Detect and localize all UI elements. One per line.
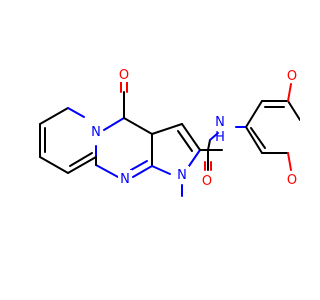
bond [250,127,266,149]
bond [287,100,300,121]
label-bg [118,170,132,186]
bond [151,123,183,135]
bond [132,165,153,178]
label-bg [201,172,214,188]
ketone-group [120,81,128,93]
bond [69,152,93,167]
bridgehead-nitrogen-label: N [91,125,101,140]
bond [67,156,97,174]
dioxole-oxygen-top-label: O [287,69,297,84]
amide-hydrogen-label: H [215,130,225,145]
bond [151,165,171,175]
bond [287,152,292,171]
amide-oxygen-label: O [202,174,212,189]
pyrrole-nitrogen-label: N [177,168,187,183]
bond [130,160,148,171]
amide-group [199,126,247,171]
bond [95,164,119,178]
bond [245,100,263,128]
amide-nitrogen-label: N [215,115,225,130]
bond [188,149,201,167]
benzene-ring [245,100,300,154]
bond [39,107,69,125]
atom-labels: O N N N N H O O O [90,66,297,189]
pyrimidine-ring [95,91,153,178]
bond [245,126,263,154]
molecule-structure: O N N N N H O O O [39,66,300,197]
pyrrole-ring [151,123,201,197]
dioxole-oxygen-bottom-label: O [287,173,297,188]
label-bg [176,166,189,182]
molecule-canvas: O N N N N H O O O [39,66,300,197]
bond [103,117,125,131]
pyridine-ring [39,107,97,174]
bond [123,117,153,135]
dioxole-ring [287,83,292,171]
label-bg [118,66,130,82]
label-bg [214,113,227,129]
bond [207,139,211,151]
label-bg [90,123,103,139]
bond [287,83,292,102]
bond [177,130,193,152]
bond [67,107,85,118]
ketone-oxygen-label: O [119,68,129,83]
bond [209,132,219,141]
bond [39,156,69,174]
bond [181,123,201,151]
pyrimidine-nitrogen-label: N [120,172,130,187]
